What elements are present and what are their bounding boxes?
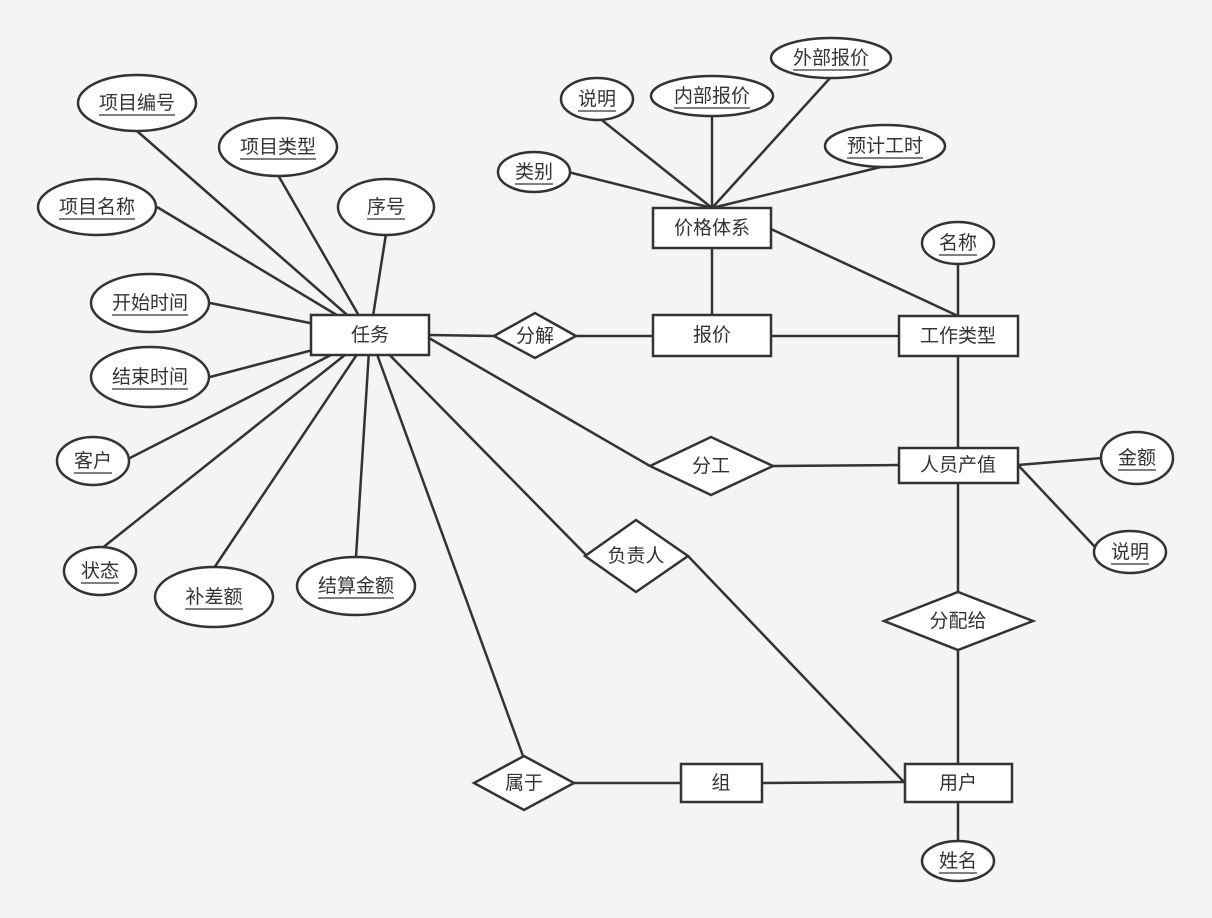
attribute-seq-no[interactable]: 序号 <box>336 177 436 237</box>
attribute-external-quote[interactable]: 外部报价 <box>769 36 893 80</box>
edge-task-division <box>428 336 651 468</box>
attribute-customer[interactable]: 客户 <box>55 435 131 487</box>
attribute-project-no[interactable]: 项目编号 <box>76 73 198 133</box>
entity-staff-value-label: 人员产值 <box>920 454 996 476</box>
relationship-owner[interactable]: 负责人 <box>582 518 691 594</box>
edge-price-system-external-quote <box>711 76 832 209</box>
edge-staff-value-amount <box>1017 456 1103 467</box>
edge-task-adjustment <box>212 334 372 569</box>
edge-task-project-no <box>136 130 371 336</box>
relationship-decompose-label: 分解 <box>516 325 554 347</box>
attribute-status-label: 状态 <box>81 560 119 582</box>
relationship-belongs-to[interactable]: 属于 <box>471 754 577 812</box>
attribute-amount-label: 金额 <box>1118 447 1156 469</box>
relationship-owner-label: 负责人 <box>607 545 664 567</box>
attribute-amount[interactable]: 金额 <box>1099 430 1175 486</box>
attribute-project-type-label: 项目类型 <box>240 136 316 158</box>
edge-price-system-est-hours <box>711 164 886 210</box>
attribute-project-name[interactable]: 项目名称 <box>36 177 158 237</box>
attribute-project-name-label: 项目名称 <box>59 196 135 218</box>
entity-group-label: 组 <box>711 772 730 794</box>
attribute-price-desc[interactable]: 说明 <box>559 76 635 122</box>
relationship-assign-to-label: 分配给 <box>929 610 986 632</box>
attribute-start-time-label: 开始时间 <box>112 292 188 314</box>
attribute-project-type[interactable]: 项目类型 <box>217 116 339 178</box>
edge-division-staff-value <box>772 463 900 468</box>
edge-price-system-desc <box>597 116 713 209</box>
edge-task-decompose <box>428 333 495 338</box>
entity-task-label: 任务 <box>351 324 389 346</box>
attribute-customer-label: 客户 <box>74 450 112 472</box>
attribute-category[interactable]: 类别 <box>496 150 572 194</box>
edge-group-user <box>761 780 906 785</box>
edge-staff-value-desc <box>1017 464 1097 549</box>
edge-task-project-type <box>276 174 372 336</box>
edge-task-owner <box>369 334 590 559</box>
attribute-adjustment-label: 补差额 <box>185 586 242 608</box>
entity-price-system[interactable]: 价格体系 <box>651 206 773 250</box>
attribute-work-type-name[interactable]: 名称 <box>920 220 996 266</box>
relationship-division-label: 分工 <box>692 455 730 477</box>
attribute-fullname-label: 姓名 <box>939 850 977 872</box>
entity-user-label: 用户 <box>939 772 977 794</box>
attribute-staff-desc[interactable]: 说明 <box>1092 529 1168 575</box>
attribute-settle-amount[interactable]: 结算金额 <box>295 555 417 617</box>
edge-owner-user <box>687 555 906 784</box>
relationship-belongs-to-label: 属于 <box>505 772 543 794</box>
edge-price-system-work-type <box>770 227 959 318</box>
entity-user[interactable]: 用户 <box>903 762 1014 804</box>
edge-task-belongs <box>368 334 525 757</box>
entity-staff-value[interactable]: 人员产值 <box>897 446 1020 485</box>
edge-task-settle-amount <box>354 334 372 558</box>
attribute-internal-quote[interactable]: 内部报价 <box>649 74 775 118</box>
attribute-work-type-name-label: 名称 <box>939 232 977 254</box>
attribute-end-time[interactable]: 结束时间 <box>89 345 211 409</box>
attribute-end-time-label: 结束时间 <box>112 366 188 388</box>
attribute-staff-desc-label: 说明 <box>1111 541 1149 563</box>
attribute-est-hours-label: 预计工时 <box>847 135 923 157</box>
attribute-external-quote-label: 外部报价 <box>793 47 869 69</box>
attribute-fullname[interactable]: 姓名 <box>920 839 996 883</box>
entity-price-system-label: 价格体系 <box>674 217 750 239</box>
attribute-settle-amount-label: 结算金额 <box>318 575 394 597</box>
entity-work-type[interactable]: 工作类型 <box>897 314 1020 358</box>
relationship-division[interactable]: 分工 <box>647 435 776 497</box>
relationship-assign-to[interactable]: 分配给 <box>880 590 1037 652</box>
entity-quote-label: 报价 <box>693 324 731 346</box>
edge-price-system-category <box>567 170 713 210</box>
attribute-adjustment[interactable]: 补差额 <box>153 565 275 629</box>
entity-task[interactable]: 任务 <box>309 313 431 357</box>
edge-task-project-name <box>156 205 371 337</box>
attribute-seq-no-label: 序号 <box>367 196 405 218</box>
entity-quote[interactable]: 报价 <box>651 313 773 358</box>
entity-work-type-label: 工作类型 <box>920 325 996 347</box>
edge-task-status <box>100 334 371 550</box>
attribute-status[interactable]: 状态 <box>62 545 138 597</box>
attribute-start-time[interactable]: 开始时间 <box>89 272 211 334</box>
relationship-decompose[interactable]: 分解 <box>491 311 579 360</box>
attribute-category-label: 类别 <box>515 161 553 183</box>
attribute-project-no-label: 项目编号 <box>99 92 175 114</box>
entity-group[interactable]: 组 <box>679 762 764 804</box>
attribute-est-hours[interactable]: 预计工时 <box>823 123 947 169</box>
attribute-price-desc-label: 说明 <box>578 88 616 110</box>
attribute-internal-quote-label: 内部报价 <box>674 85 750 107</box>
